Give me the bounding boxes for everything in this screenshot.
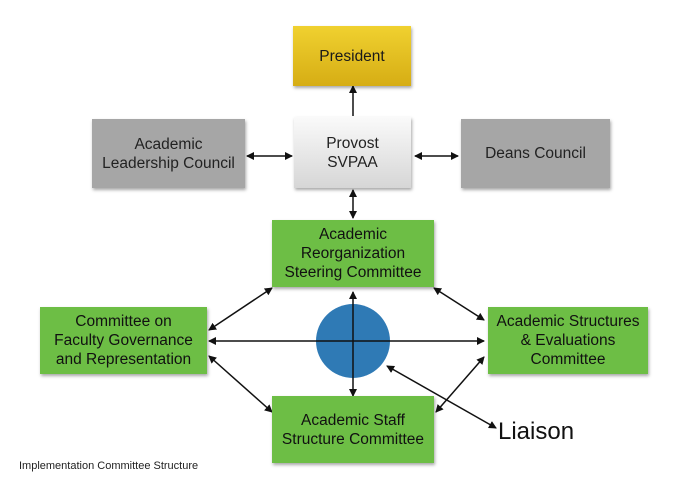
node-academic-leadership-council: Academic Leadership Council [92, 119, 245, 188]
diagram-caption: Implementation Committee Structure [19, 460, 199, 472]
node-alc-label: Academic Leadership Council [102, 135, 235, 172]
node-assc-label: Academic Staff Structure Committee [281, 411, 425, 448]
node-provost-label: Provost SVPAA [326, 134, 379, 171]
arrow-assc-asec [435, 356, 485, 413]
node-staff-structure-committee: Academic Staff Structure Committee [272, 396, 434, 463]
arrow-liaison [386, 365, 497, 429]
node-provost-svpaa: Provost SVPAA [294, 117, 411, 188]
node-faculty-governance-committee: Committee on Faculty Governance and Repr… [40, 307, 207, 374]
liaison-label: Liaison [498, 418, 575, 445]
node-steering-committee: Academic Reorganization Steering Committ… [272, 220, 434, 287]
node-deans-council: Deans Council [461, 119, 610, 188]
arrow-cfgr-arsc [208, 287, 273, 331]
node-president: President [293, 26, 411, 86]
node-structures-evaluations-committee: Academic Structures & Evaluations Commit… [488, 307, 648, 374]
node-arsc-label: Academic Reorganization Steering Committ… [284, 226, 422, 281]
node-cfgr-label: Committee on Faculty Governance and Repr… [54, 313, 193, 368]
node-deans-label: Deans Council [485, 145, 586, 162]
arrow-arsc-asec [433, 287, 485, 321]
arrow-cfgr-assc [208, 355, 273, 413]
node-asec-label: Academic Structures & Evaluations Commit… [496, 313, 640, 368]
node-president-label: President [319, 47, 385, 65]
